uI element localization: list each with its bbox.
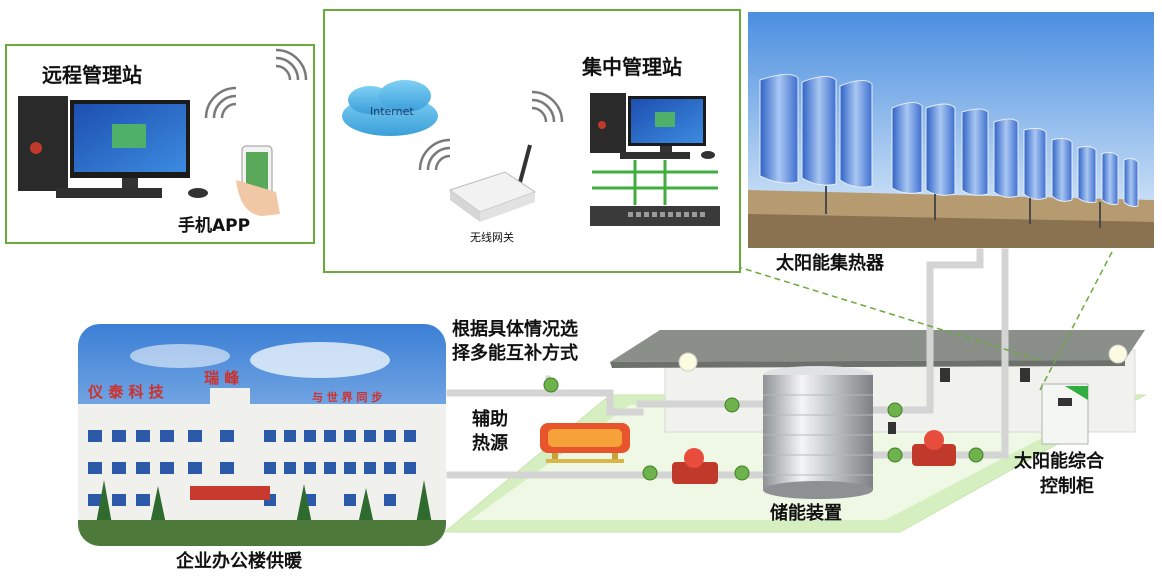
desktop-computer-central xyxy=(590,93,715,159)
control-cabinet xyxy=(1041,383,1089,445)
mode-note-line1: 根据具体情况选 xyxy=(452,319,578,340)
building-sign-mid: 瑞 峰 xyxy=(204,369,240,387)
wifi-waves-central xyxy=(418,90,564,171)
desktop-computer-remote xyxy=(18,96,208,198)
solar-collector-photo xyxy=(748,12,1154,248)
pipe-fittings xyxy=(888,368,1030,434)
solar-collector-label: 太阳能集热器 xyxy=(776,253,884,274)
building-sign-left: 仪 泰 科 技 xyxy=(88,383,164,401)
storage-tank xyxy=(763,366,873,499)
office-building-photo xyxy=(78,324,446,546)
circulation-pump-left xyxy=(672,448,718,484)
wireless-gateway-label: 无线网关 xyxy=(470,231,514,244)
mobile-app-label: 手机APP xyxy=(178,216,251,236)
wall-lamp-left xyxy=(678,352,698,372)
office-heating-label: 企业办公楼供暖 xyxy=(176,551,302,572)
wifi-waves-remote xyxy=(204,48,308,119)
control-cabinet-line1: 太阳能综合 xyxy=(1014,451,1104,472)
roof-edge xyxy=(610,360,1125,368)
internet-label: Internet xyxy=(370,105,414,118)
remote-station-label: 远程管理站 xyxy=(42,63,142,87)
wireless-gateway-icon xyxy=(448,144,537,222)
smartphone xyxy=(236,145,280,216)
auxiliary-boiler xyxy=(540,423,630,463)
equipment-room-roof xyxy=(610,330,1145,362)
valves xyxy=(543,377,984,481)
network-lines xyxy=(592,160,718,205)
network-switch-icon xyxy=(590,206,720,226)
control-cabinet-line2: 控制柜 xyxy=(1040,476,1094,497)
storage-label: 储能装置 xyxy=(770,503,842,524)
internet-cloud-icon xyxy=(342,80,438,136)
aux-heat-line2: 热源 xyxy=(472,433,508,454)
building-sign-right: 与 世 界 同 步 xyxy=(312,391,383,404)
wall-lamp-right xyxy=(1108,344,1128,364)
aux-heat-line1: 辅助 xyxy=(472,409,508,430)
mode-note-line2: 择多能互补方式 xyxy=(452,343,578,364)
circulation-pump-right xyxy=(912,430,956,466)
central-station-label: 集中管理站 xyxy=(582,55,682,79)
